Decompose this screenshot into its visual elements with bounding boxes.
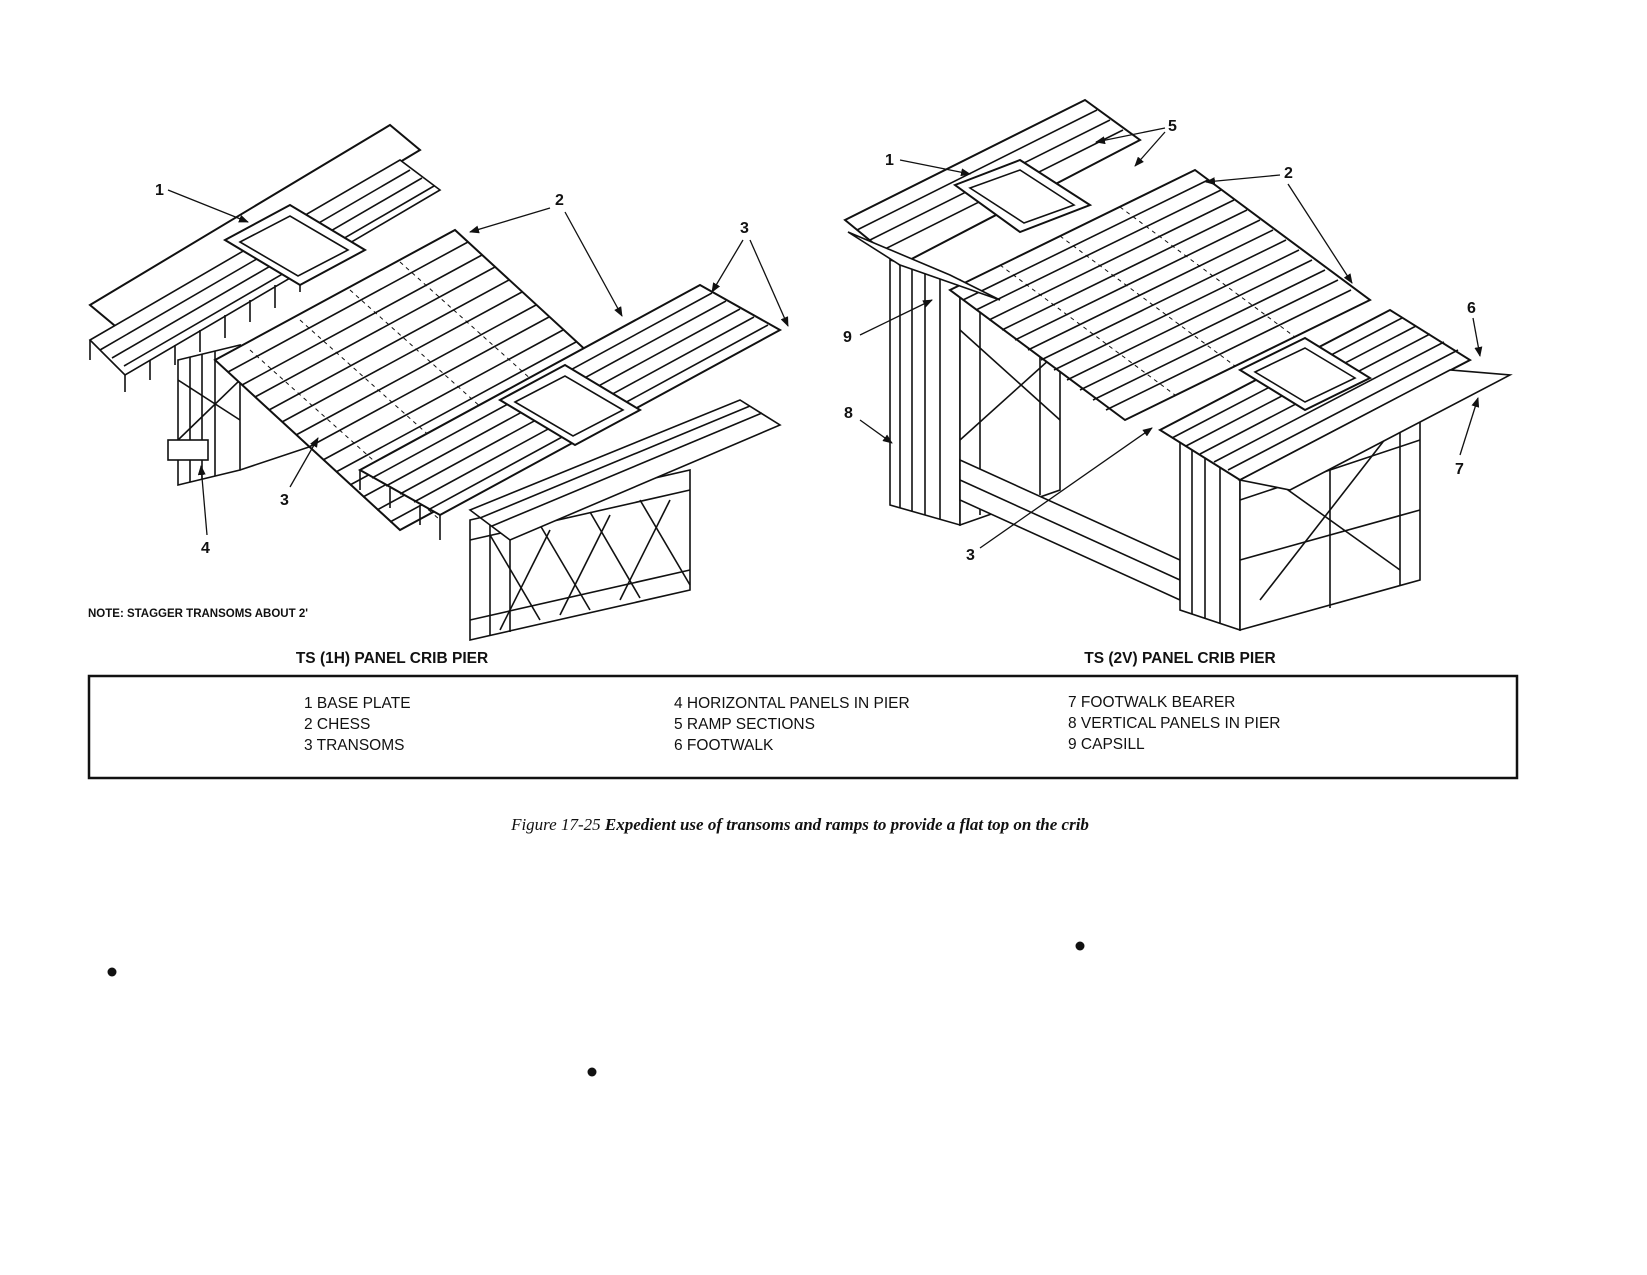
left-callout-2: 2 bbox=[469, 192, 623, 317]
legend-item: 9 CAPSILL bbox=[1068, 736, 1145, 753]
right-pier-lower-transoms bbox=[959, 458, 1181, 602]
legend-box: 1 BASE PLATE 2 CHESS 3 TRANSOMS 4 HORIZO… bbox=[87, 674, 1519, 780]
left-callout-3-upper: 3 bbox=[711, 220, 789, 327]
legend-item: 5 RAMP SECTIONS bbox=[674, 716, 815, 733]
legend-item: 6 FOOTWALK bbox=[674, 737, 774, 754]
scan-dot bbox=[1075, 941, 1085, 951]
svg-text:4: 4 bbox=[201, 540, 210, 557]
svg-text:8: 8 bbox=[844, 405, 853, 422]
legend-col-2: 4 HORIZONTAL PANELS IN PIER 5 RAMP SECTI… bbox=[674, 695, 910, 754]
right-pier-callouts: 1 5 2 9 8 6 7 3 bbox=[843, 118, 1483, 564]
scan-dot bbox=[107, 967, 117, 977]
right-callout-7: 7 bbox=[1455, 397, 1480, 478]
svg-text:3: 3 bbox=[966, 547, 975, 564]
left-callout-1: 1 bbox=[155, 182, 249, 223]
left-pier-drawing bbox=[88, 123, 783, 642]
svg-text:9: 9 bbox=[843, 329, 852, 346]
right-pier-chess-deck bbox=[948, 168, 1372, 422]
left-callout-3-lower: 3 bbox=[280, 437, 319, 509]
right-pier-ramps-upper bbox=[843, 98, 1142, 301]
right-callout-3: 3 bbox=[966, 427, 1153, 564]
right-callout-2: 2 bbox=[1205, 165, 1353, 284]
legend-item: 4 HORIZONTAL PANELS IN PIER bbox=[674, 695, 910, 712]
legend-col-1: 1 BASE PLATE 2 CHESS 3 TRANSOMS bbox=[304, 695, 411, 754]
stagger-note: NOTE: STAGGER TRANSOMS ABOUT 2' bbox=[88, 608, 308, 620]
svg-text:3: 3 bbox=[280, 492, 289, 509]
left-pier-callouts: 1 2 3 3 4 bbox=[155, 182, 789, 557]
caption-prefix: Figure 17-25 bbox=[510, 815, 605, 834]
svg-text:5: 5 bbox=[1168, 118, 1177, 135]
legend-item: 3 TRANSOMS bbox=[304, 737, 405, 754]
legend-item: 2 CHESS bbox=[304, 716, 370, 733]
left-pier-title: TS (1H) PANEL CRIB PIER bbox=[296, 650, 488, 667]
right-callout-8: 8 bbox=[844, 405, 893, 444]
legend-item: 1 BASE PLATE bbox=[304, 695, 411, 712]
svg-text:2: 2 bbox=[555, 192, 564, 209]
legend-item: 7 FOOTWALK BEARER bbox=[1068, 694, 1235, 711]
scan-dot bbox=[587, 1067, 597, 1077]
left-pier-transoms-upper bbox=[88, 123, 442, 392]
svg-text:7: 7 bbox=[1455, 461, 1464, 478]
right-callout-1: 1 bbox=[885, 152, 971, 177]
svg-text:1: 1 bbox=[155, 182, 164, 199]
svg-text:3: 3 bbox=[740, 220, 749, 237]
right-callout-6: 6 bbox=[1467, 300, 1483, 357]
svg-text:6: 6 bbox=[1467, 300, 1476, 317]
svg-text:2: 2 bbox=[1284, 165, 1293, 182]
svg-text:1: 1 bbox=[885, 152, 894, 169]
left-callout-4: 4 bbox=[197, 465, 210, 557]
right-pier-drawing bbox=[843, 98, 1513, 632]
right-pier-title: TS (2V) PANEL CRIB PIER bbox=[1084, 650, 1275, 667]
legend-item: 8 VERTICAL PANELS IN PIER bbox=[1068, 715, 1280, 732]
right-pier-ramps-lower bbox=[1157, 308, 1513, 491]
right-callout-9: 9 bbox=[843, 299, 933, 346]
right-callout-5: 5 bbox=[1095, 118, 1177, 167]
figure-caption: Figure 17-25 Expedient use of transoms a… bbox=[510, 815, 1089, 834]
legend-col-3: 7 FOOTWALK BEARER 8 VERTICAL PANELS IN P… bbox=[1068, 694, 1280, 753]
left-pier-transoms-lower bbox=[357, 283, 783, 541]
caption-text: Expedient use of transoms and ramps to p… bbox=[604, 815, 1089, 834]
